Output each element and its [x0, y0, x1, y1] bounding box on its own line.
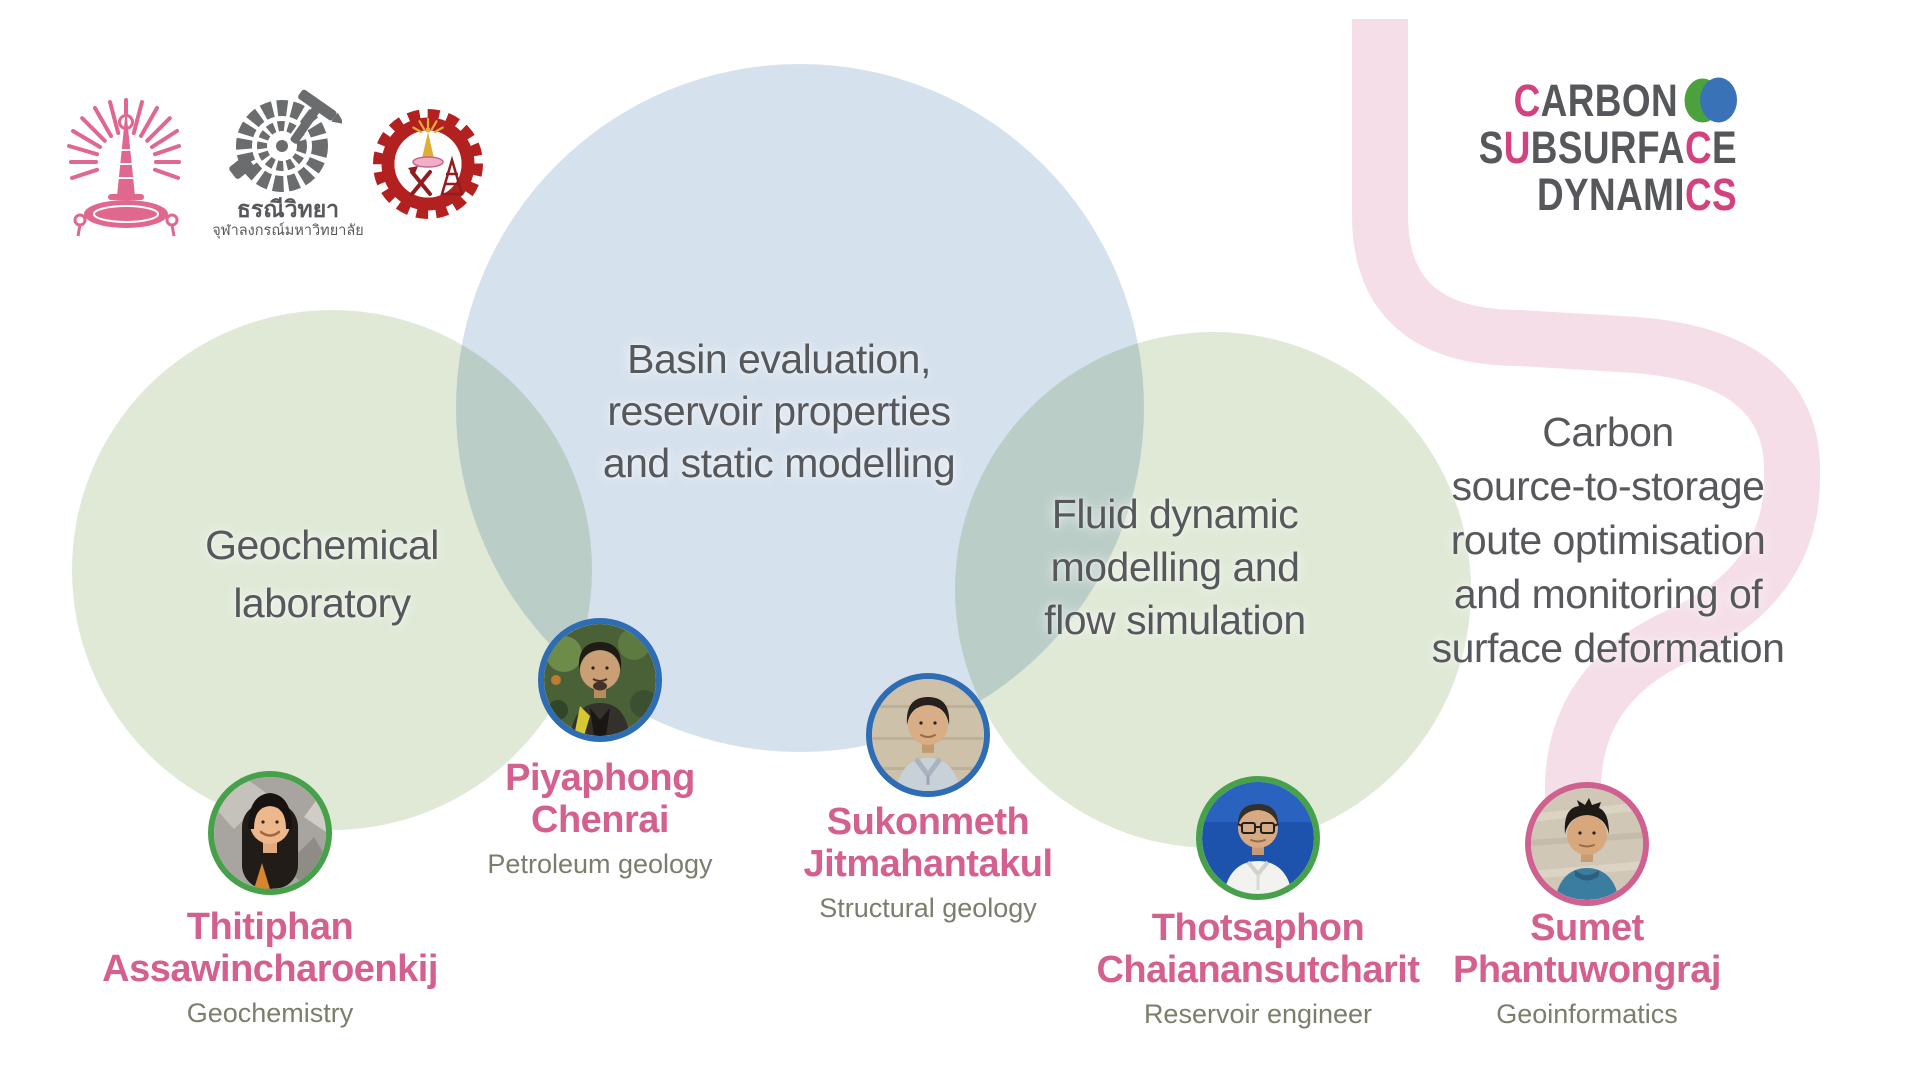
label-line: Carbon	[1542, 409, 1674, 455]
brand-line-carbon: CARBON	[1479, 77, 1737, 124]
label-basin-evaluation: Basin evaluation, reservoir properties a…	[539, 333, 1019, 489]
avatar-thitiphan	[208, 771, 332, 895]
person-role: Geoinformatics	[1496, 999, 1678, 1029]
label-line: flow simulation	[1044, 597, 1306, 643]
label-geochemical-laboratory: Geochemical laboratory	[142, 516, 502, 632]
label-line: and static modelling	[602, 440, 956, 486]
avatar-photo	[214, 777, 326, 889]
geology-department-name: ธรณีวิทยา จุฬาลงกรณ์มหาวิทยาลัย	[158, 196, 418, 240]
dept-subtitle-thai: จุฬาลงกรณ์มหาวิทยาลัย	[212, 223, 364, 239]
label-line: route optimisation	[1450, 517, 1766, 563]
engineering-gear-icon	[373, 109, 483, 219]
avatar-photo	[1202, 782, 1314, 894]
brand-line-dynamics: DYNAMICS	[1536, 169, 1737, 220]
label-line: reservoir properties	[607, 388, 951, 434]
avatar-sukonmeth	[866, 673, 990, 797]
person-role: Reservoir engineer	[1143, 999, 1373, 1029]
label-line: surface deformation	[1431, 625, 1785, 671]
university-emblem-icon	[67, 98, 181, 237]
label-carbon-route: Carbon source-to-storage route optimisat…	[1378, 405, 1838, 675]
crossed-tools-icon	[410, 170, 432, 196]
person-role: Petroleum geology	[487, 849, 713, 879]
brand-line-subsurface: SUBSURFACE	[1478, 122, 1737, 173]
label-fluid-dynamic: Fluid dynamic modelling and flow simulat…	[965, 488, 1385, 647]
avatar-thotsaphon	[1196, 776, 1320, 900]
label-line: modelling and	[1050, 544, 1300, 590]
derrick-icon	[440, 155, 464, 196]
label-line: Fluid dynamic	[1051, 491, 1299, 537]
person-role: Geochemistry	[186, 998, 354, 1028]
carbon-subsurface-dynamics-logo: CARBON SUBSURFACE DYNAMICS	[1479, 77, 1737, 218]
avatar-photo	[1531, 788, 1643, 900]
venn-circle-fluid	[955, 332, 1471, 848]
avatar-sumet	[1525, 782, 1649, 906]
brand-circles-icon	[1684, 77, 1737, 123]
avatar-piyaphong	[538, 618, 662, 742]
route-ribbon-path	[1352, 19, 1820, 848]
brand-text: CARBON	[1513, 75, 1678, 126]
label-line: and monitoring of	[1453, 571, 1763, 617]
rock-hammer-icon	[290, 89, 342, 144]
label-line: Geochemical	[205, 522, 439, 568]
label-line: source-to-storage	[1451, 463, 1765, 509]
geology-department-ammonite-icon	[229, 89, 342, 192]
label-line: Basin evaluation,	[627, 336, 931, 382]
avatar-photo	[872, 679, 984, 791]
dept-title-thai: ธรณีวิทยา	[236, 196, 340, 222]
person-role: Structural geology	[819, 893, 1037, 923]
avatar-photo	[544, 624, 656, 736]
label-line: laboratory	[233, 580, 411, 626]
